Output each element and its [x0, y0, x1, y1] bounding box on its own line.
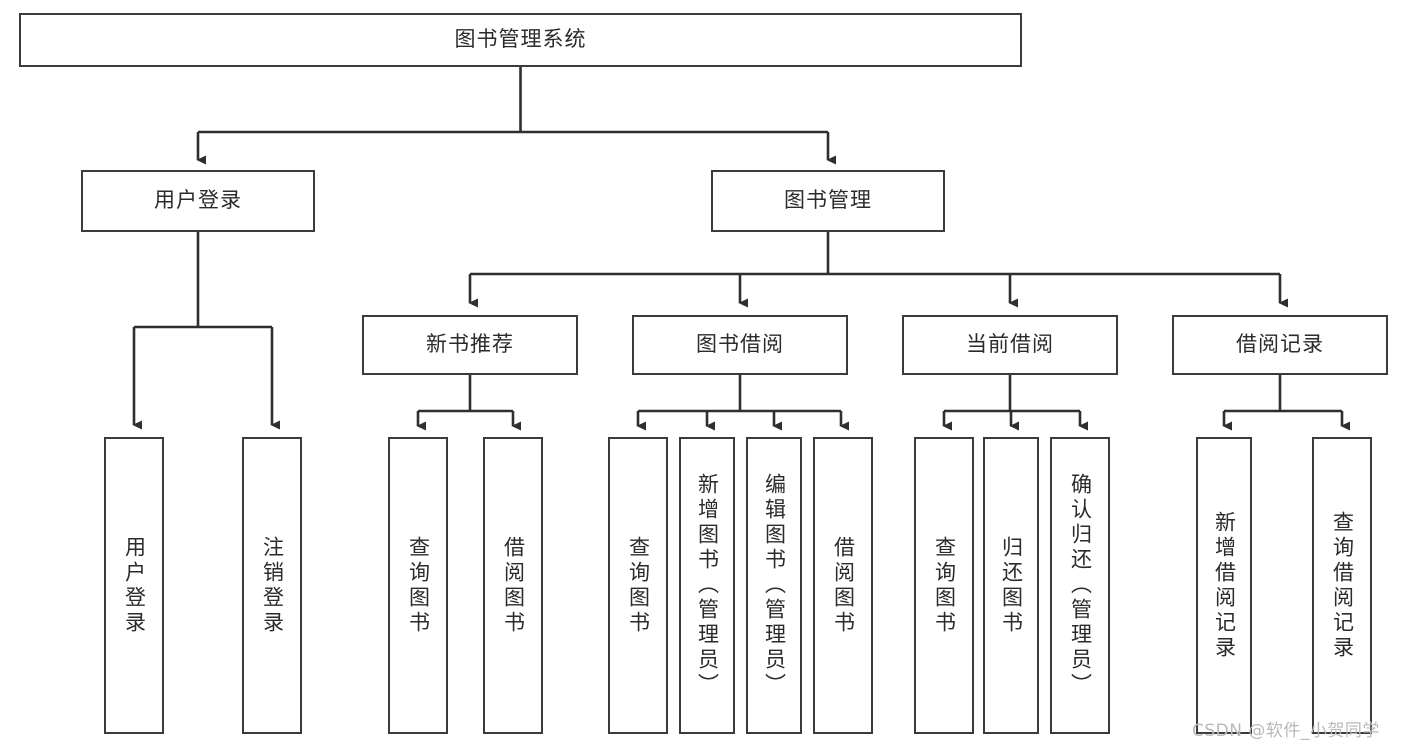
node-label: 用户登录	[122, 535, 147, 636]
node-label: 注销登录	[260, 535, 285, 636]
node-leaf-query-book-borrow[interactable]: 查询图书	[608, 437, 668, 734]
node-leaf-confirm-return-admin[interactable]: 确认归还（管理员）	[1050, 437, 1110, 734]
node-label: 新书推荐	[426, 332, 514, 357]
node-current-borrow[interactable]: 当前借阅	[902, 315, 1118, 375]
node-label: 编辑图书（管理员）	[762, 473, 787, 698]
node-label: 新增借阅记录	[1212, 510, 1237, 661]
node-label: 用户登录	[154, 188, 242, 213]
node-leaf-add-borrow-record[interactable]: 新增借阅记录	[1196, 437, 1252, 734]
node-leaf-borrow-book-recommend[interactable]: 借阅图书	[483, 437, 543, 734]
node-label: 确认归还（管理员）	[1068, 473, 1093, 698]
node-label: 归还图书	[999, 535, 1024, 636]
node-book-management[interactable]: 图书管理	[711, 170, 945, 232]
node-label: 图书管理系统	[454, 27, 587, 52]
node-label: 图书管理	[784, 188, 872, 213]
node-leaf-user-login[interactable]: 用户登录	[104, 437, 164, 734]
node-root-system[interactable]: 图书管理系统	[19, 13, 1022, 67]
node-label: 借阅图书	[831, 535, 856, 636]
node-label: 查询借阅记录	[1330, 510, 1355, 661]
node-leaf-logout[interactable]: 注销登录	[242, 437, 302, 734]
csdn-watermark: CSDN @软件_小贺同学	[1192, 721, 1380, 741]
node-label: 当前借阅	[966, 332, 1054, 357]
node-leaf-query-book-recommend[interactable]: 查询图书	[388, 437, 448, 734]
node-leaf-borrow-book[interactable]: 借阅图书	[813, 437, 873, 734]
node-label: 查询图书	[406, 535, 431, 636]
node-leaf-return-book[interactable]: 归还图书	[983, 437, 1039, 734]
node-label: 图书借阅	[696, 332, 784, 357]
node-leaf-query-book-current[interactable]: 查询图书	[914, 437, 974, 734]
node-user-login[interactable]: 用户登录	[81, 170, 315, 232]
node-leaf-edit-book-admin[interactable]: 编辑图书（管理员）	[746, 437, 802, 734]
node-book-borrow[interactable]: 图书借阅	[632, 315, 848, 375]
node-label: 借阅图书	[501, 535, 526, 636]
node-label: 新增图书（管理员）	[695, 473, 720, 698]
node-borrow-record[interactable]: 借阅记录	[1172, 315, 1388, 375]
node-leaf-query-borrow-record[interactable]: 查询借阅记录	[1312, 437, 1372, 734]
node-new-book-recommend[interactable]: 新书推荐	[362, 315, 578, 375]
node-label: 借阅记录	[1236, 332, 1324, 357]
node-label: 查询图书	[932, 535, 957, 636]
node-label: 查询图书	[626, 535, 651, 636]
node-leaf-add-book-admin[interactable]: 新增图书（管理员）	[679, 437, 735, 734]
